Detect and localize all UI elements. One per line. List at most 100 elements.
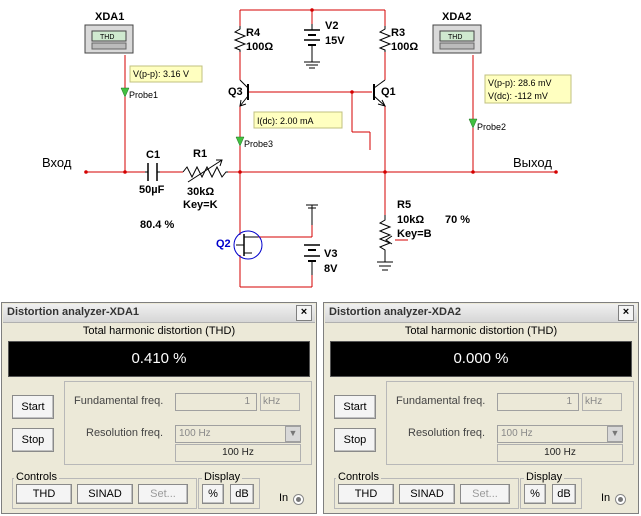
stop-button[interactable]: Stop [334,428,376,452]
percent-button[interactable]: % [202,484,224,504]
q2-name: Q2 [216,238,231,250]
close-button[interactable]: × [296,305,312,321]
transistor-q2 [233,230,263,260]
r5-value: 10kΩ [397,214,424,226]
distortion-analyzer-xda2-window: Distortion analyzer-XDA2 × Total harmoni… [323,302,639,514]
r3-value: 100Ω [391,41,418,53]
distortion-analyzer-xda1-window: Distortion analyzer-XDA1 × Total harmoni… [1,302,317,514]
resolution-freq-select[interactable]: 100 Hz [175,425,301,443]
fundamental-freq-input[interactable]: 1 [175,393,257,411]
start-button[interactable]: Start [334,395,376,419]
probe2[interactable] [468,74,572,129]
db-button[interactable]: dB [230,484,254,504]
sinad-button[interactable]: SINAD [399,484,455,504]
probe2-label: Probe2 [477,122,506,132]
probe3-label: Probe3 [244,139,273,149]
close-button[interactable]: × [618,305,634,321]
c1-name: C1 [146,149,160,161]
titlebar[interactable]: Distortion analyzer-XDA2 × [325,304,637,323]
thd-heading: Total harmonic distortion (THD) [82,325,236,337]
probe2-reading-pp: V(p-p): 28.6 mV [488,78,552,88]
output-label: Выход [513,155,552,170]
q1-name: Q1 [381,86,396,98]
chevron-down-icon[interactable]: ▼ [607,426,623,442]
xda1-label: XDA1 [95,11,124,23]
transistor-q3 [239,79,249,107]
junctions [84,8,558,174]
circuit-schematic: XDA1 XDA2 THD THD [42,8,572,288]
fundamental-freq-label: Fundamental freq. [396,395,486,407]
resistor-r3 [378,26,392,52]
r1-value: 30kΩ [187,186,214,198]
in-terminal-icon[interactable] [293,494,304,505]
probe1-reading: V(p-p): 3.16 V [133,69,189,79]
r1-key: Key=K [183,199,218,211]
xda1-thd-text: THD [100,34,114,41]
resolution-freq-label: Resolution freq. [408,427,486,439]
potentiometer-r5[interactable] [377,215,393,271]
set-button[interactable]: Set... [460,484,510,504]
resolution-freq-select[interactable]: 100 Hz [497,425,623,443]
frequency-group [64,381,312,465]
probe3-reading: I(dc): 2.00 mA [257,116,314,126]
v2-value: 15V [325,35,345,47]
thd-readout: 0.000 % [330,341,632,377]
fundamental-freq-unit[interactable]: kHz [582,393,622,411]
thd-readout: 0.410 % [8,341,310,377]
thd-button[interactable]: THD [16,484,72,504]
percent-button[interactable]: % [524,484,546,504]
battery-v2 [304,24,320,69]
frequency-group [386,381,634,465]
resistor-r4 [233,26,247,52]
resolution-freq-value: 100 Hz [497,444,623,462]
probe3[interactable] [235,111,343,147]
fundamental-freq-input[interactable]: 1 [497,393,579,411]
c1-value: 50µF [139,184,165,196]
sinad-button[interactable]: SINAD [77,484,133,504]
in-terminal-label: In [279,492,289,504]
r5-key: Key=B [397,228,432,240]
r5-name: R5 [397,199,411,211]
r5-percent: 70 % [445,214,470,226]
start-button[interactable]: Start [12,395,54,419]
set-button[interactable]: Set... [138,484,188,504]
in-terminal-label: In [601,492,611,504]
xda2-label: XDA2 [442,11,471,23]
v3-value: 8V [324,263,338,275]
controls-label: Controls [336,471,381,483]
xda2-instrument[interactable] [432,24,482,54]
r3-name: R3 [391,27,405,39]
in-terminal-icon[interactable] [615,494,626,505]
capacitor-c1 [147,163,158,181]
probe1[interactable] [120,65,203,98]
xda2-thd-text: THD [448,34,462,41]
controls-group [334,478,519,509]
q3-name: Q3 [228,86,243,98]
battery-v3 [304,204,320,275]
fundamental-freq-label: Fundamental freq. [74,395,164,407]
probe2-reading-dc: V(dc): -112 mV [488,91,548,101]
chevron-down-icon[interactable]: ▼ [285,426,301,442]
thd-button[interactable]: THD [338,484,394,504]
r1-name: R1 [193,148,207,160]
db-button[interactable]: dB [552,484,576,504]
input-label: Вход [42,155,72,170]
resolution-freq-label: Resolution freq. [86,427,164,439]
display-label: Display [524,471,565,483]
xda1-instrument[interactable] [84,24,134,54]
potentiometer-r1[interactable] [182,159,228,183]
r4-value: 100Ω [246,41,273,53]
resolution-freq-value: 100 Hz [175,444,301,462]
fundamental-freq-unit[interactable]: kHz [260,393,300,411]
thd-heading: Total harmonic distortion (THD) [404,325,558,337]
titlebar[interactable]: Distortion analyzer-XDA1 × [3,304,315,323]
transistor-q1 [373,79,386,107]
stop-button[interactable]: Stop [12,428,54,452]
r1-percent: 80.4 % [140,219,174,231]
display-label: Display [202,471,243,483]
controls-label: Controls [14,471,59,483]
v2-name: V2 [325,20,338,32]
probe1-label: Probe1 [129,90,158,100]
v3-name: V3 [324,248,337,260]
controls-group [12,478,197,509]
